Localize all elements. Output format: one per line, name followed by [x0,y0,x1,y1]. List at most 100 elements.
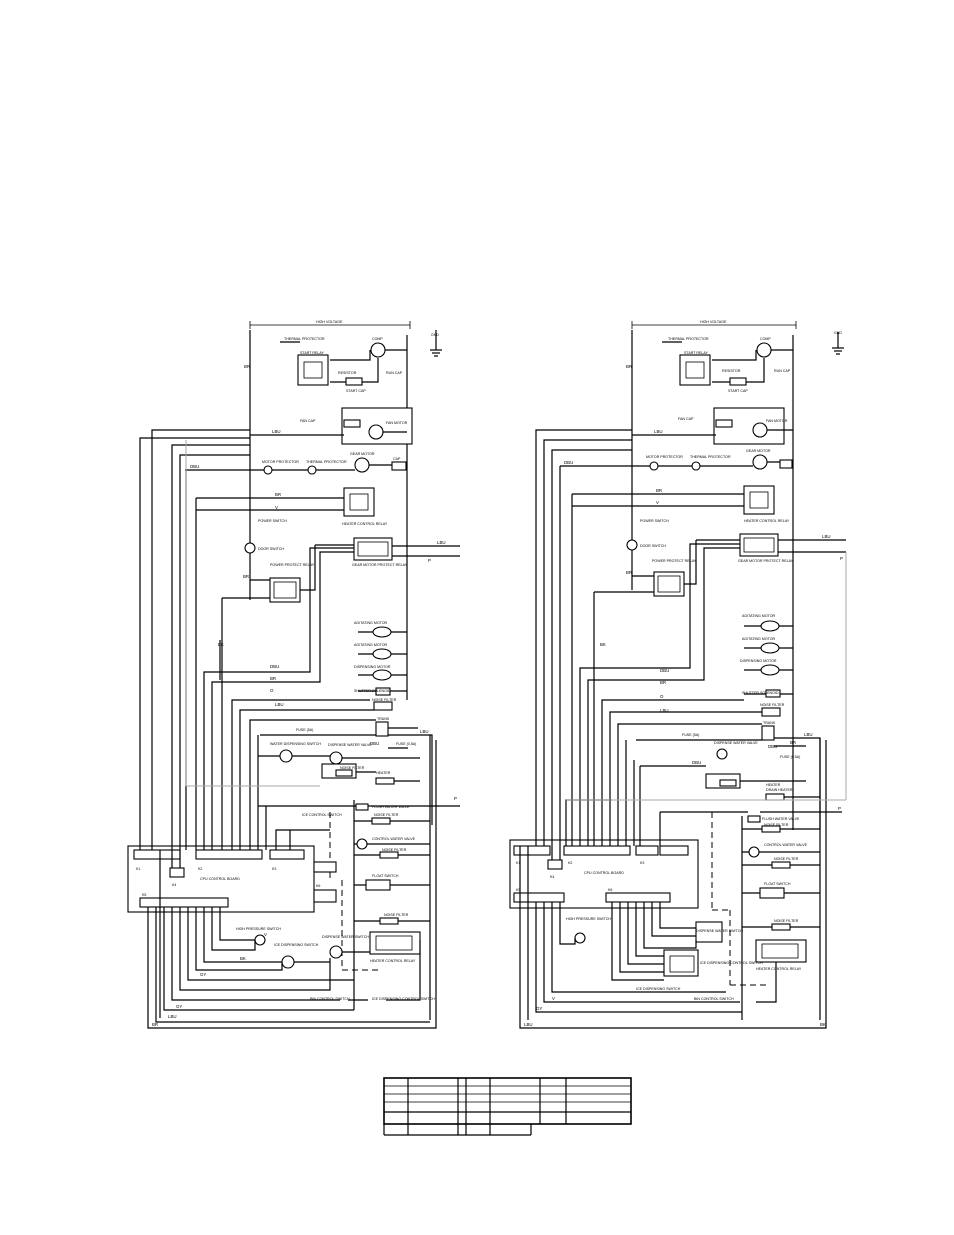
svg-text:DBU: DBU [270,664,279,669]
dispense-water-valve-symbol [329,751,343,765]
svg-text:LBU: LBU [168,1014,177,1019]
fuse-1-label-right: FUSE (5A) [682,733,699,737]
heater-symbol [375,777,395,785]
svg-text:DBU: DBU [692,760,701,765]
svg-text:BR: BR [243,574,249,579]
svg-text:DOOR SWITCH: DOOR SWITCH [258,547,284,551]
noise-filter-1-symbol [373,701,393,711]
gear-motor-protect-relay-label: GEAR MOTOR PROTECT RELAY [352,563,408,567]
water-dispensing-switch-label: WATER DISPENSING SWITCH [270,742,321,746]
noise-filter-3-label: NOISE FILTER [374,813,399,817]
svg-text:LBU: LBU [272,429,281,434]
svg-text:BR: BR [626,570,632,575]
high-voltage-note: HIGH VOLTAGE [316,320,343,324]
svg-text:LBU: LBU [275,702,284,707]
k2-label-right: K2 [568,861,572,865]
power-protect-relay-label-right: POWER PROTECT RELAY [652,559,697,563]
heater-label: HEATER [376,771,391,775]
power-switch-label-right: POWER SWITCH [640,519,669,523]
svg-text:BR: BR [660,680,666,685]
ice-dispensing-control-switch-label: ICE DISPENSING CONTROL SWITCH [372,997,435,1001]
thermal-protector-2-label-right: THERMAL PROTECTOR [690,455,731,459]
svg-text:BK: BK [240,956,246,961]
svg-text:BK: BK [820,1022,826,1027]
power-switch-label: POWER SWITCH [258,519,287,523]
noise-filter-3-symbol [371,817,391,825]
connector-k6 [313,889,337,903]
compressor-symbol [370,342,386,358]
resistor-label: RESISTOR [338,371,357,375]
control-board-label-right: CPU CONTROL BOARD [584,871,624,875]
fan-motor-symbol [368,424,384,440]
thermal-protector-label: THERMAL PROTECTOR [284,337,325,341]
bin-control-switch-label: BIN CONTROL SWITCH [310,997,350,1001]
gear-motor-label: GEAR MOTOR [350,452,375,456]
motor-protector-label-right: MOTOR PROTECTOR [646,455,683,459]
agitating-motor-2-label-right: AGITATING MOTOR [742,637,776,641]
trans-symbol [375,721,389,737]
k2-label: K2 [198,867,202,871]
svg-text:LBU: LBU [420,729,429,734]
dispensing-motor-label: DISPENSING MOTOR [354,665,391,669]
right-wiring-diagram: HIGH VOLTAGE GND THERMAL PROTECTOR START… [509,320,847,1029]
heater-control-relay-box [343,487,375,517]
float-switch-label: FLOAT SWITCH [372,874,399,878]
k6-label-right: K6 [608,888,612,892]
left-wiring-diagram: HIGH VOLTAGE GND THERMAL PROTECTOR START… [127,320,460,1029]
fuse-2-label-right: FUSE (0.5A) [780,755,800,759]
svg-text:DBU: DBU [190,464,199,469]
trans-label: TRANS [377,717,390,721]
high-pressure-switch-label-right: HIGH PRESSURE SWITCH [566,917,611,921]
connector-k4 [169,867,185,878]
power-protect-relay-label: POWER PROTECT RELAY [270,563,315,567]
start-cap-label: START CAP [346,389,366,393]
svg-text:BR: BR [656,488,662,493]
control-water-valve-label-right: CONTROL WATER VALVE [764,843,808,847]
svg-text:P: P [840,556,843,561]
svg-text:LBU: LBU [660,708,669,713]
heater-label-right: HEATER [766,783,781,787]
dispense-water-valve-label-right: DISPENSE WATER VALVE [714,741,758,745]
compressor-label-right: COMP [760,337,771,341]
heater-control-relay-2-label: HEATER CONTROL RELAY [370,959,416,963]
agitating-motor-2-symbol [372,648,392,660]
svg-text:LBU: LBU [654,429,663,434]
power-protect-relay-box [269,577,301,603]
k1-label: K1 [136,867,140,871]
resistor-label-right: RESISTOR [722,369,741,373]
ice-dispensing-switch-label: ICE DISPENSING SWITCH [274,943,319,947]
fuse-2-label: FUSE (0.5A) [396,742,416,746]
svg-text:DBU: DBU [370,741,379,746]
ice-dispensing-switch-symbol [281,955,295,969]
svg-text:DBU: DBU [564,460,573,465]
fan-cap-label-right: FAN CAP [678,417,694,421]
svg-text:P: P [838,806,841,811]
svg-text:O: O [660,694,664,699]
ground-label: GND [431,333,439,337]
k3-label-right: K3 [640,861,644,865]
svg-text:BR: BR [275,492,281,497]
k5-label-right: K5 [516,888,520,892]
heater-control-relay-label-right: HEATER CONTROL RELAY [744,519,790,523]
start-relay-label: START RELAY [300,351,325,355]
agitating-motor-1-symbol [372,626,392,638]
noise-filter-5-label: NOISE FILTER [384,913,409,917]
svg-text:GY: GY [536,1006,542,1011]
dispensing-motor-label-right: DISPENSING MOTOR [740,659,777,663]
svg-text:GY: GY [200,972,206,977]
svg-text:DRAIN HEATER: DRAIN HEATER [766,788,793,792]
gear-cap-label: CAP [393,457,401,461]
noise-filter-4-label: NOISE FILTER [382,848,407,852]
fan-motor-label-right: FAN MOTOR [766,419,788,423]
k4-label-right: K4 [550,875,554,879]
svg-text:V: V [656,500,659,505]
trans-label-right: TRANS [763,721,776,725]
float-switch-label-right: FLOAT SWITCH [764,882,791,886]
legend-table [383,1077,632,1136]
ground-label-right: GND [834,331,842,335]
connector-k5 [139,897,229,908]
svg-text:BR: BR [626,364,632,369]
svg-text:BR: BR [270,676,276,681]
start-cap-label-right: START CAP [728,389,748,393]
